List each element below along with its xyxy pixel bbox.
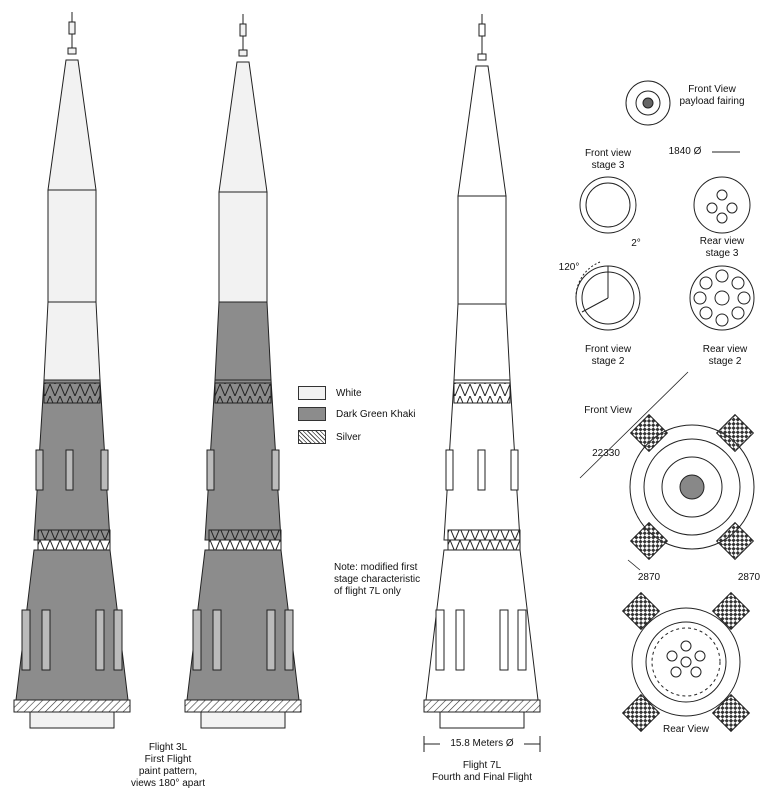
fairing-front-view (625, 80, 671, 126)
stage2-rear-view (689, 265, 755, 331)
caption-3l-line-3: paint pattern, (138, 766, 198, 777)
dim-22330: 22330 (592, 448, 620, 459)
note-text: Note: modified first stage characteristi… (334, 562, 420, 598)
legend-white-swatch (298, 386, 326, 400)
note-line-1: Note: modified first (334, 562, 418, 573)
caption-3l-line-2: First Flight (144, 754, 192, 765)
note-line-2: stage characteristic (334, 574, 421, 585)
stage1-front-view (579, 371, 755, 571)
legend-green: Dark Green Khaki (298, 407, 415, 421)
legend-silver-label: Silver (336, 431, 362, 443)
stage2-front-line-1: Front view (584, 344, 632, 355)
stage3-rear-line-2: stage 3 (705, 248, 739, 259)
stage2-front-label: Front view stage 2 (572, 344, 644, 368)
stage2-rear-line-2: stage 2 (708, 356, 742, 367)
stage3-rear-label: Rear view stage 3 (690, 236, 754, 260)
caption-7l-line-2: Fourth and Final Flight (431, 772, 533, 783)
stage3-dim-label: 1840 Ø (668, 146, 702, 157)
caption-7l-line-1: Flight 7L (462, 760, 502, 771)
stage3-front-line-1: Front view (584, 148, 632, 159)
stage2-rear-label: Rear view stage 2 (690, 344, 760, 368)
legend-green-label: Dark Green Khaki (336, 408, 416, 420)
caption-flight-7l: Flight 7L Fourth and Final Flight (420, 760, 544, 784)
diameter-label: 15.8 Meters Ø (440, 738, 524, 750)
stage3-rear-line-1: Rear view (699, 236, 745, 247)
rocket-flight-3l-view-b (184, 14, 302, 729)
stage2-front-view (575, 261, 641, 331)
caption-3l-line-1: Flight 3L (148, 742, 188, 753)
stage2-front-line-2: stage 2 (591, 356, 625, 367)
note-line-3: of flight 7L only (334, 586, 401, 597)
legend-white: White (298, 386, 362, 400)
stage3-front-label: Front view stage 3 (572, 148, 644, 172)
rocket-flight-7l (423, 14, 541, 729)
stage1-rear-title: Rear View (663, 724, 709, 735)
stage3-rear-view (693, 176, 751, 234)
fairing-label: Front View payload fairing (672, 84, 752, 108)
stage1-front-title: Front View (584, 405, 632, 416)
stage1-rear-view (621, 591, 751, 733)
stage2-angle-small: 2° (631, 238, 641, 249)
stage2-angle-big: 120° (558, 262, 580, 273)
rocket-flight-3l-view-a (13, 12, 131, 729)
legend-green-swatch (298, 407, 326, 421)
legend-silver-swatch (298, 430, 326, 444)
caption-flight-3l: Flight 3L First Flight paint pattern, vi… (118, 742, 218, 790)
caption-3l-line-4: views 180° apart (130, 778, 206, 789)
stage3-front-view (579, 176, 637, 234)
fairing-label-line-2: payload fairing (679, 96, 745, 107)
legend-silver: Silver (298, 430, 361, 444)
stage3-front-line-2: stage 3 (591, 160, 625, 171)
fairing-label-line-1: Front View (688, 84, 736, 95)
stage2-rear-line-1: Rear view (702, 344, 748, 355)
dim-2870-right: 2870 (737, 572, 761, 583)
dim-2870-left: 2870 (637, 572, 661, 583)
legend-white-label: White (336, 387, 362, 399)
